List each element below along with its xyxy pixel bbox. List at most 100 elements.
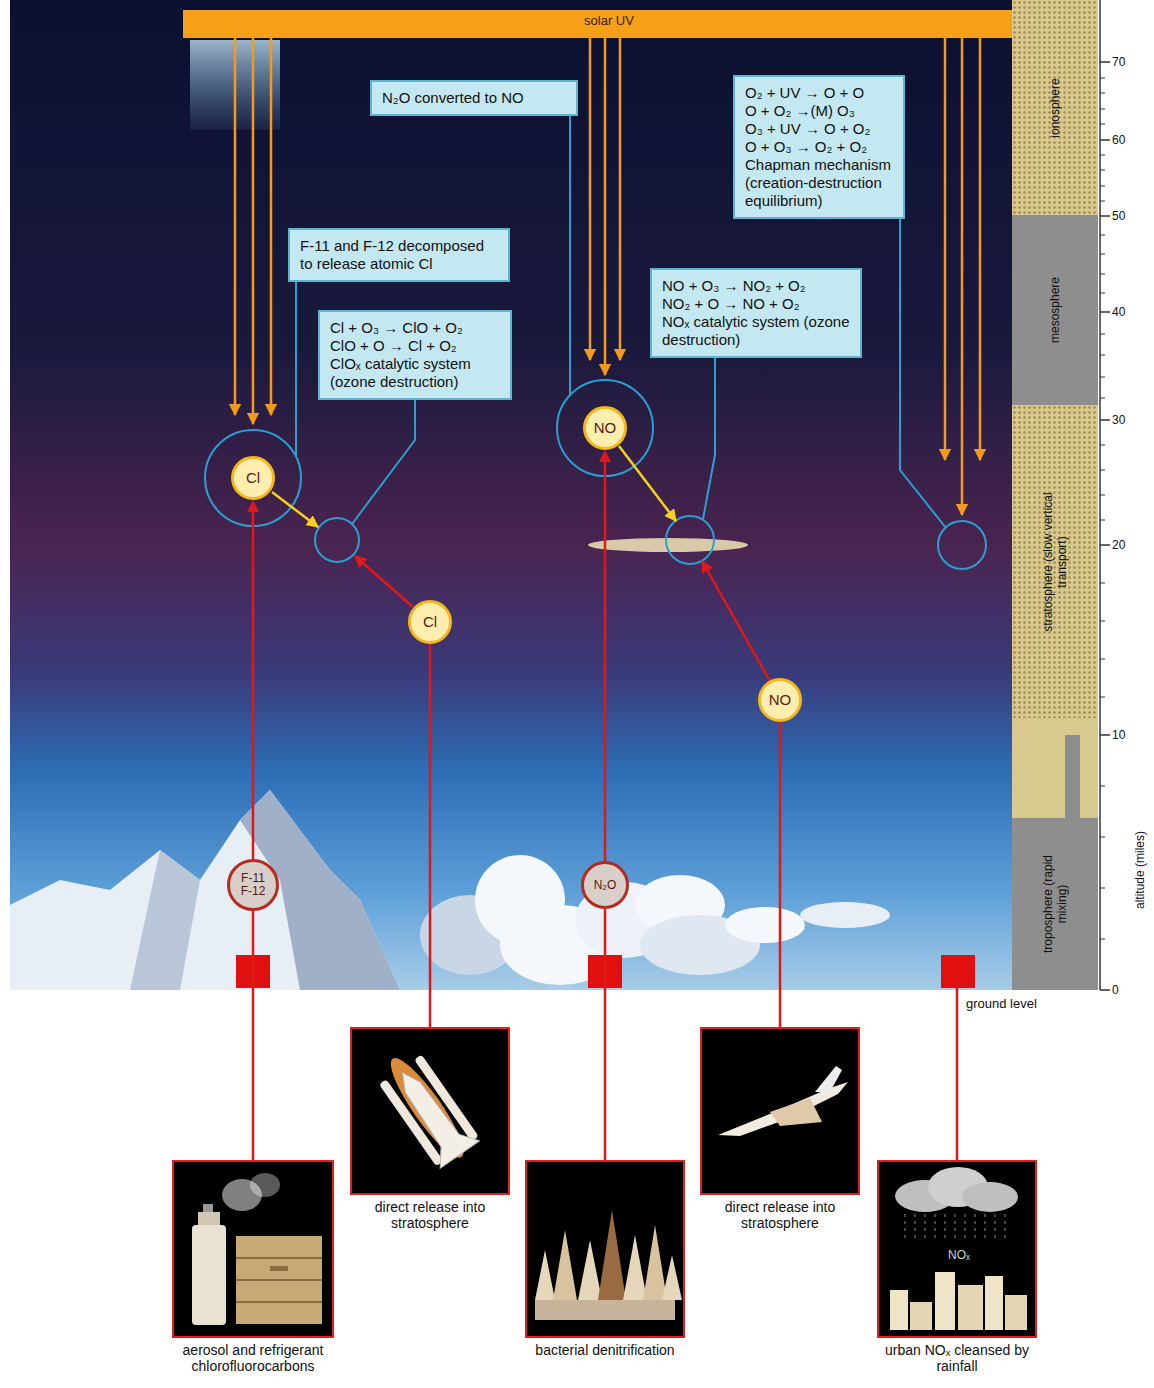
reaction-circles bbox=[205, 430, 301, 526]
altitude-scale bbox=[1100, 78, 1105, 939]
node-text: NO₂ + O → NO + O₂ bbox=[662, 295, 850, 313]
reaction-arrows bbox=[355, 556, 413, 607]
forest-picture bbox=[525, 1160, 685, 1338]
transport-line bbox=[429, 644, 432, 1027]
node-text: Cl bbox=[423, 614, 437, 630]
forest-picture bbox=[623, 1235, 647, 1300]
transport-connector bbox=[253, 911, 254, 1160]
reaction-box: O₂ + UV → O + OO + O₂ →(M) O₃O₃ + UV → O… bbox=[733, 75, 905, 219]
airplane-picture bbox=[815, 1066, 842, 1092]
layer-name: ionosphere bbox=[1048, 33, 1062, 183]
leader-lines bbox=[703, 330, 715, 519]
source-picture: aerosol and refrigerant chlorofluorocarb… bbox=[172, 1160, 334, 1338]
node-text: Chapman mechanism (creation-destruction … bbox=[745, 156, 893, 210]
layer-name: stratosphere (slow vertical transport) bbox=[1041, 477, 1069, 647]
city-picture bbox=[905, 1214, 1005, 1240]
node-text: Cl + O₃ → ClO + O₂ bbox=[330, 319, 500, 337]
leader-lines bbox=[352, 380, 415, 524]
node-text: solar UV bbox=[584, 13, 634, 29]
node-text: NO bbox=[769, 692, 792, 708]
city-picture bbox=[958, 1285, 983, 1330]
scale-number: 20 bbox=[1112, 538, 1125, 552]
transport-line bbox=[252, 911, 255, 1160]
scale-number: 40 bbox=[1112, 305, 1125, 319]
node-text: ClO + O → Cl + O₂ bbox=[330, 337, 500, 355]
aerosol-picture bbox=[250, 1173, 280, 1197]
aerosol-picture bbox=[270, 1266, 288, 1271]
forest-picture bbox=[553, 1230, 577, 1300]
layer-band: troposphere (rapid mixing) bbox=[1012, 818, 1098, 990]
clouds bbox=[420, 855, 890, 985]
mountains bbox=[10, 790, 400, 990]
uv-band: solar UV bbox=[183, 10, 1035, 38]
aerosol-picture bbox=[236, 1236, 322, 1324]
node-text: F-11 and F-12 decomposed to release atom… bbox=[300, 237, 498, 273]
leader-lines bbox=[569, 100, 571, 395]
altitude-scale bbox=[1100, 62, 1110, 990]
reaction-circles bbox=[315, 518, 359, 562]
transport-connector bbox=[605, 909, 606, 1160]
transport-connector bbox=[599, 450, 611, 861]
aerosol-picture bbox=[236, 1258, 322, 1302]
picture-caption: bacterial denitrification bbox=[520, 1342, 690, 1358]
reaction-arrows bbox=[272, 492, 318, 527]
note-box: N₂O converted to NO bbox=[370, 80, 578, 116]
rainout-line bbox=[956, 988, 959, 1160]
transport-line bbox=[604, 909, 607, 1160]
airplane-picture bbox=[700, 1027, 860, 1195]
note-box: F-11 and F-12 decomposed to release atom… bbox=[288, 228, 510, 282]
shuttle-picture bbox=[383, 1059, 480, 1168]
leader-lines bbox=[296, 100, 946, 528]
source-gas-circle: F-11 F-12 bbox=[227, 859, 279, 911]
uv-rays bbox=[270, 38, 273, 415]
uv-rays bbox=[961, 38, 964, 515]
uv-rays bbox=[235, 38, 980, 515]
molecule-circle: NO bbox=[583, 406, 627, 450]
sky-background bbox=[10, 0, 1012, 990]
source-picture: direct release into stratosphere bbox=[350, 1027, 510, 1195]
aerosol-picture bbox=[192, 1225, 226, 1325]
uv-rays bbox=[252, 38, 255, 424]
uv-rays bbox=[234, 38, 237, 415]
scale-number: 60 bbox=[1112, 133, 1125, 147]
forest-picture bbox=[662, 1255, 682, 1300]
forest-picture bbox=[643, 1225, 667, 1300]
transport-line bbox=[604, 460, 607, 861]
reaction-circles bbox=[205, 380, 986, 569]
city-picture bbox=[985, 1276, 1003, 1330]
forest-picture bbox=[598, 1210, 626, 1300]
forest-picture bbox=[578, 1240, 602, 1300]
mountains bbox=[130, 850, 200, 990]
picture-caption: direct release into stratosphere bbox=[705, 1199, 855, 1231]
node-text: ClOₓ catalytic system (ozone destruction… bbox=[330, 355, 500, 391]
mountains bbox=[10, 790, 400, 990]
picture-caption: urban NOₓ cleansed by rainfall bbox=[882, 1342, 1032, 1374]
shuttle-picture bbox=[350, 1027, 510, 1195]
molecule-circle: Cl bbox=[231, 456, 275, 500]
source-gas-circle: N₂O bbox=[581, 861, 629, 909]
molecule-circle: Cl bbox=[408, 600, 452, 644]
uv-rays bbox=[619, 38, 622, 360]
leader-lines bbox=[295, 262, 297, 456]
picture-caption: direct release into stratosphere bbox=[355, 1199, 505, 1231]
reaction-arrows bbox=[702, 561, 770, 681]
reaction-box: NO + O₃ → NO₂ + O₂NO₂ + O → NO + O₂NOₓ c… bbox=[650, 268, 862, 358]
source-markers bbox=[941, 955, 975, 988]
altitude-scale bbox=[1012, 0, 1110, 990]
city-picture bbox=[877, 1160, 1037, 1338]
city-picture bbox=[962, 1182, 1018, 1212]
transport-connector bbox=[780, 722, 781, 1027]
forest-picture bbox=[525, 1160, 685, 1338]
molecule-circle: NO bbox=[758, 678, 802, 722]
altitude-scale bbox=[1065, 735, 1080, 818]
node-text: Cl bbox=[246, 470, 260, 486]
reaction-circles bbox=[557, 380, 653, 476]
picture-label: NOₓ bbox=[948, 1248, 970, 1262]
rainout-line bbox=[957, 988, 958, 1160]
sky-background bbox=[10, 0, 1012, 990]
layer-name: troposphere (rapid mixing) bbox=[1041, 849, 1069, 959]
scale-number: 10 bbox=[1112, 728, 1125, 742]
node-text: O₂ + UV → O + O bbox=[745, 84, 893, 102]
uv-rays bbox=[944, 38, 947, 460]
forest-picture bbox=[535, 1300, 675, 1320]
